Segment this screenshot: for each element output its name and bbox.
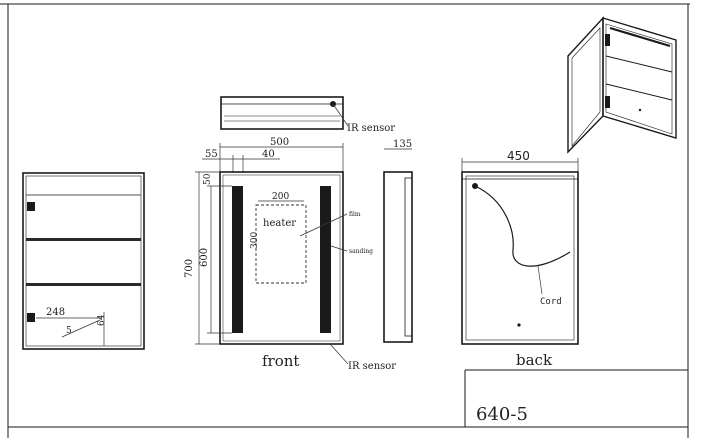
dim-back-width: 450 (507, 149, 530, 163)
dim-heater-height: 300 (250, 232, 260, 249)
dim-side-depth: 135 (393, 139, 412, 150)
led-strip-left (232, 186, 243, 333)
label-cord: Cord (540, 297, 562, 307)
label-front: front (262, 352, 299, 370)
dim-led-offset: 40 (262, 149, 275, 160)
dim-led-height: 600 (199, 248, 210, 267)
top-view: IR sensor (220, 96, 395, 134)
dim-interior-b: 64 (97, 314, 107, 326)
hinge-bottom (27, 313, 35, 322)
heater-zone (255, 204, 307, 284)
label-film: film (349, 211, 361, 218)
interior-view: 248 5 64 (22, 172, 145, 350)
shelf-lower (26, 283, 141, 286)
dim-overall-height: 700 (184, 259, 195, 278)
front-view: 500 55 40 heater 200 300 film sanding 70… (184, 137, 396, 372)
label-ir-sensor-bottom: IR sensor (348, 361, 396, 372)
dim-heater-width: 200 (272, 192, 289, 202)
dim-top-offset: 50 (203, 173, 213, 185)
title-block: 640-5 (464, 369, 688, 427)
back-sensor-dot (517, 323, 521, 327)
label-sanding: sanding (349, 248, 373, 255)
label-back: back (516, 351, 553, 369)
led-strip-right (320, 186, 331, 333)
side-view: 135 (383, 139, 413, 343)
dim-shelf-width: 248 (46, 307, 65, 318)
label-heater: heater (263, 218, 296, 229)
power-cord (474, 185, 571, 267)
model-code: 640-5 (476, 404, 528, 425)
back-view: 450 Cord back (461, 149, 579, 369)
shelf-upper (26, 238, 141, 241)
dim-interior-a: 5 (66, 326, 72, 336)
page-frame (0, 3, 690, 438)
label-ir-sensor-top: IR sensor (347, 123, 395, 134)
dim-left-margin: 55 (205, 149, 218, 160)
isometric-view (567, 16, 677, 154)
hinge-top (27, 202, 35, 211)
dim-top-width: 500 (270, 137, 289, 148)
